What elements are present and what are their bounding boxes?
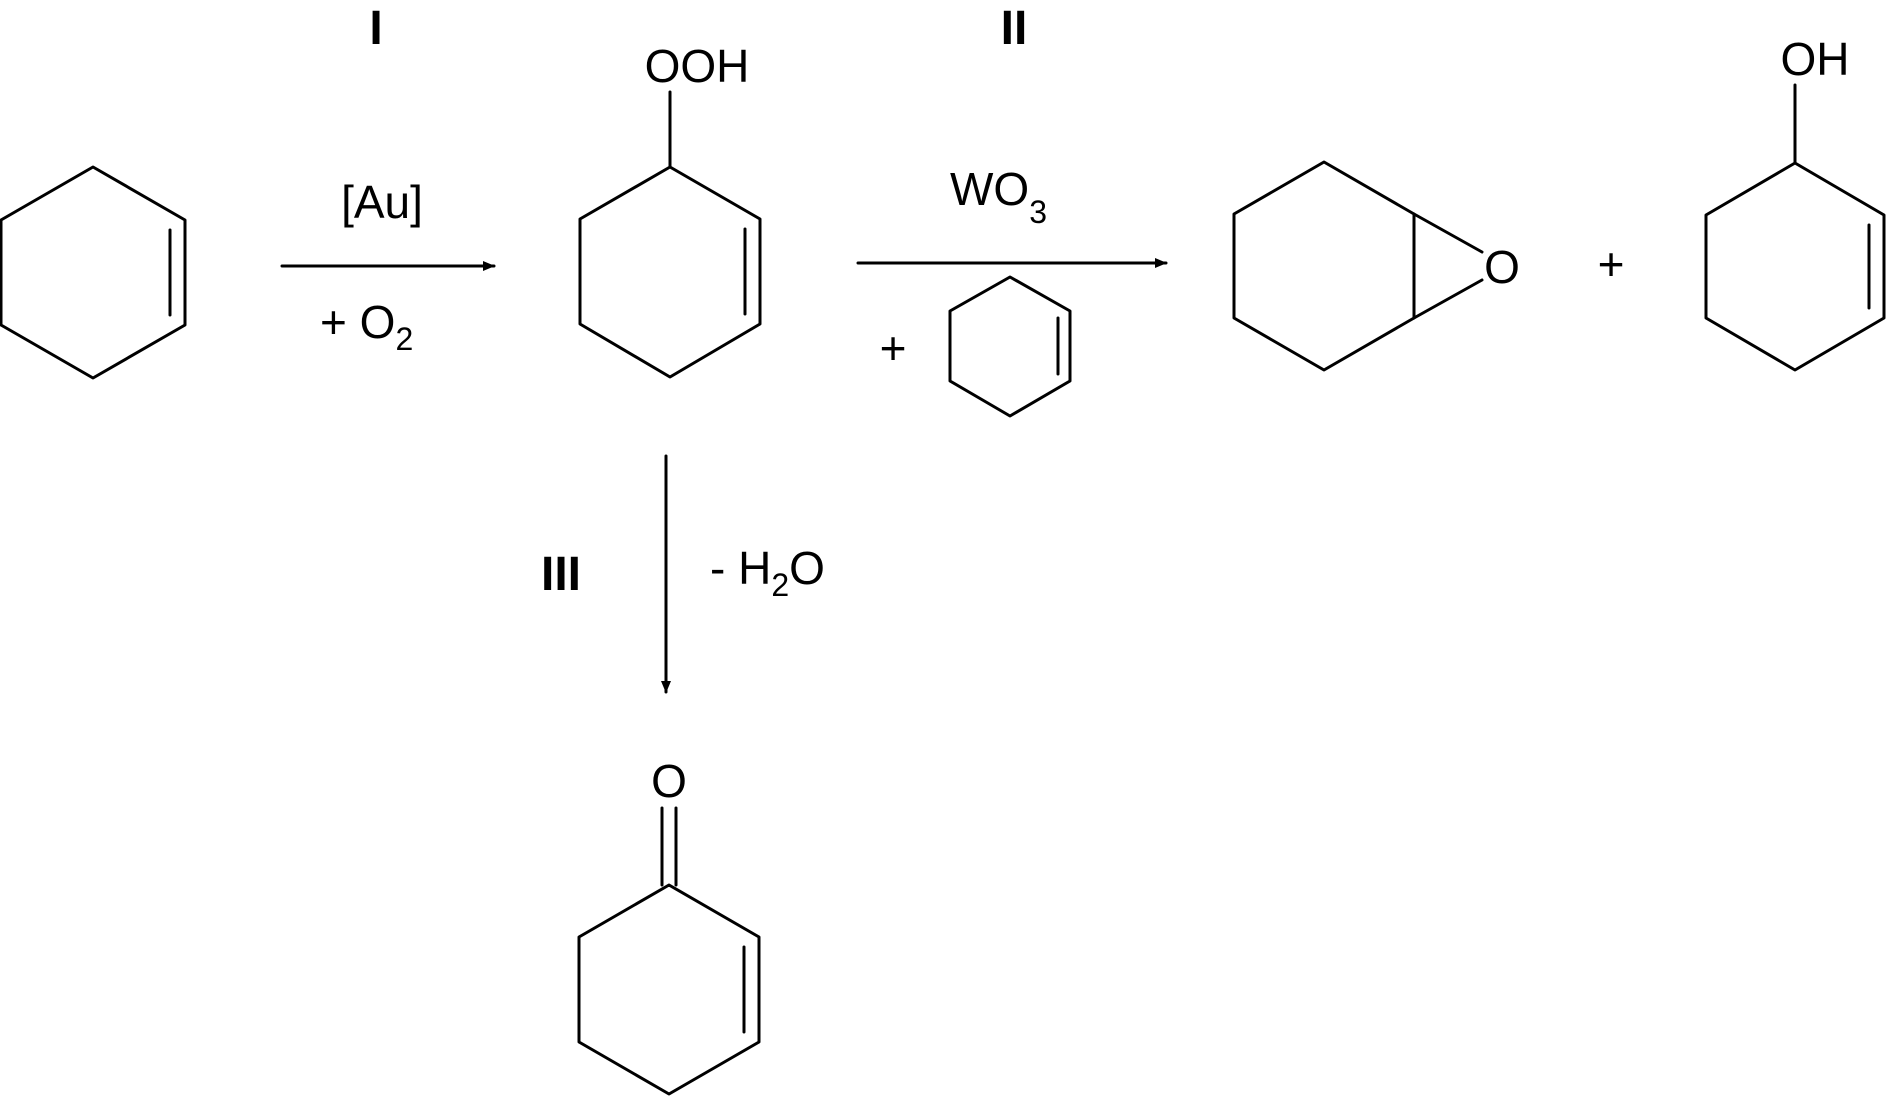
ketone-oxygen-label: O — [651, 755, 687, 807]
catalyst-wo3-label: WO3 — [950, 163, 1047, 230]
cyclohexenol: OH — [1704, 33, 1886, 372]
stage-label-ii: II — [1001, 2, 1028, 55]
hydroperoxide-group-label: OOH — [645, 40, 750, 92]
oxygen-reagent-label: + O2 — [320, 296, 413, 357]
cyclohexene-oxide: O — [1232, 160, 1520, 372]
catalyst-au-label: [Au] — [341, 176, 423, 228]
stage-label-iii: III — [541, 548, 581, 601]
step2-plus-sign: + — [880, 322, 907, 374]
product-plus-sign: + — [1598, 238, 1625, 290]
cyclohexenone: O — [577, 755, 761, 1096]
epoxide-oxygen-label: O — [1484, 241, 1520, 293]
cyclohexenyl-hydroperoxide: OOH — [578, 40, 762, 379]
stage-label-i: I — [369, 2, 382, 55]
cyclohexene-reactant — [0, 165, 187, 380]
cyclohexene-coreactant — [948, 275, 1072, 418]
hydroxyl-group-label: OH — [1781, 33, 1850, 85]
water-elimination-label: - H2O — [710, 542, 825, 603]
